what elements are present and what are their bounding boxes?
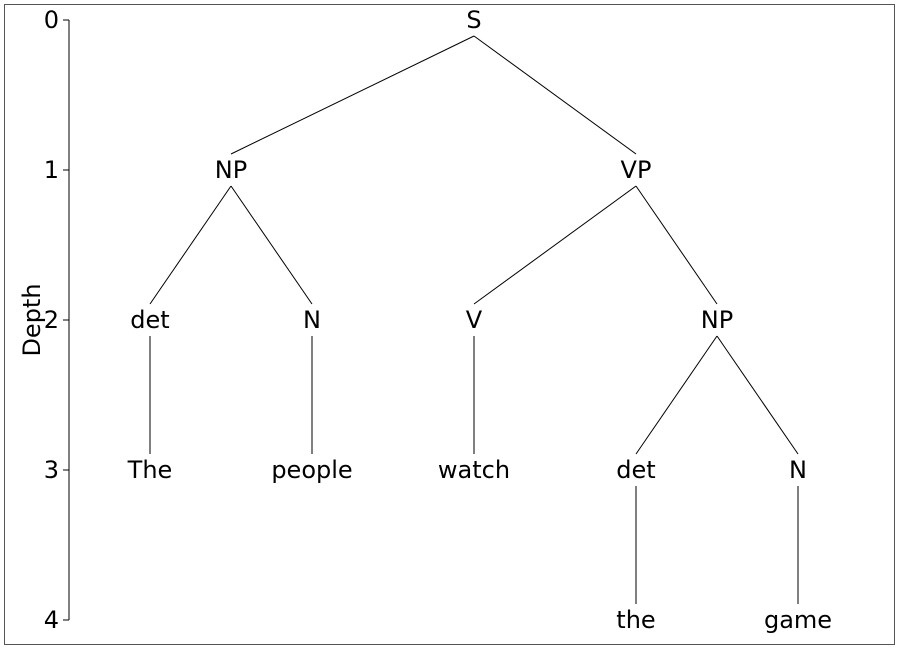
tree-edge-vp-v [473, 185, 637, 305]
depth-tick-label: 0 [44, 6, 59, 34]
tree-edge-np1-det1 [149, 185, 232, 305]
tree-node-np2: NP [701, 306, 733, 334]
tree-edge-np2-det2 [635, 335, 718, 455]
tree-node-game: game [764, 606, 832, 634]
tree-node-v: V [466, 306, 483, 334]
tree-edge-vp-np2 [635, 185, 718, 305]
tree-node-det2: det [616, 456, 655, 484]
tree-node-np1: NP [215, 156, 247, 184]
tree-node-n1: N [303, 306, 321, 334]
depth-axis-label: Depth [18, 283, 46, 356]
tree-edge-s-vp [473, 35, 637, 155]
depth-axis: Depth 0 1 2 3 4 [18, 6, 70, 634]
tree-node-watch: watch [438, 456, 510, 484]
depth-tick-label: 4 [44, 606, 59, 634]
diagram-frame [4, 4, 895, 645]
tree-edge-s-np1 [230, 35, 475, 155]
tree-node-s: S [466, 6, 481, 34]
tree-edge-np1-n1 [230, 185, 313, 305]
depth-tick-label: 1 [44, 156, 59, 184]
depth-tick-label: 3 [44, 456, 59, 484]
tree-node-n2: N [789, 456, 807, 484]
tree-node-the1: The [127, 456, 173, 484]
tree-edge-np2-n2 [716, 335, 799, 455]
tree-node-the2: the [616, 606, 655, 634]
tree-node-det1: det [130, 306, 169, 334]
depth-tick-label: 2 [44, 306, 59, 334]
tree-node-vp: VP [621, 156, 652, 184]
tree-node-people: people [271, 456, 352, 484]
tree-edges [149, 35, 799, 604]
